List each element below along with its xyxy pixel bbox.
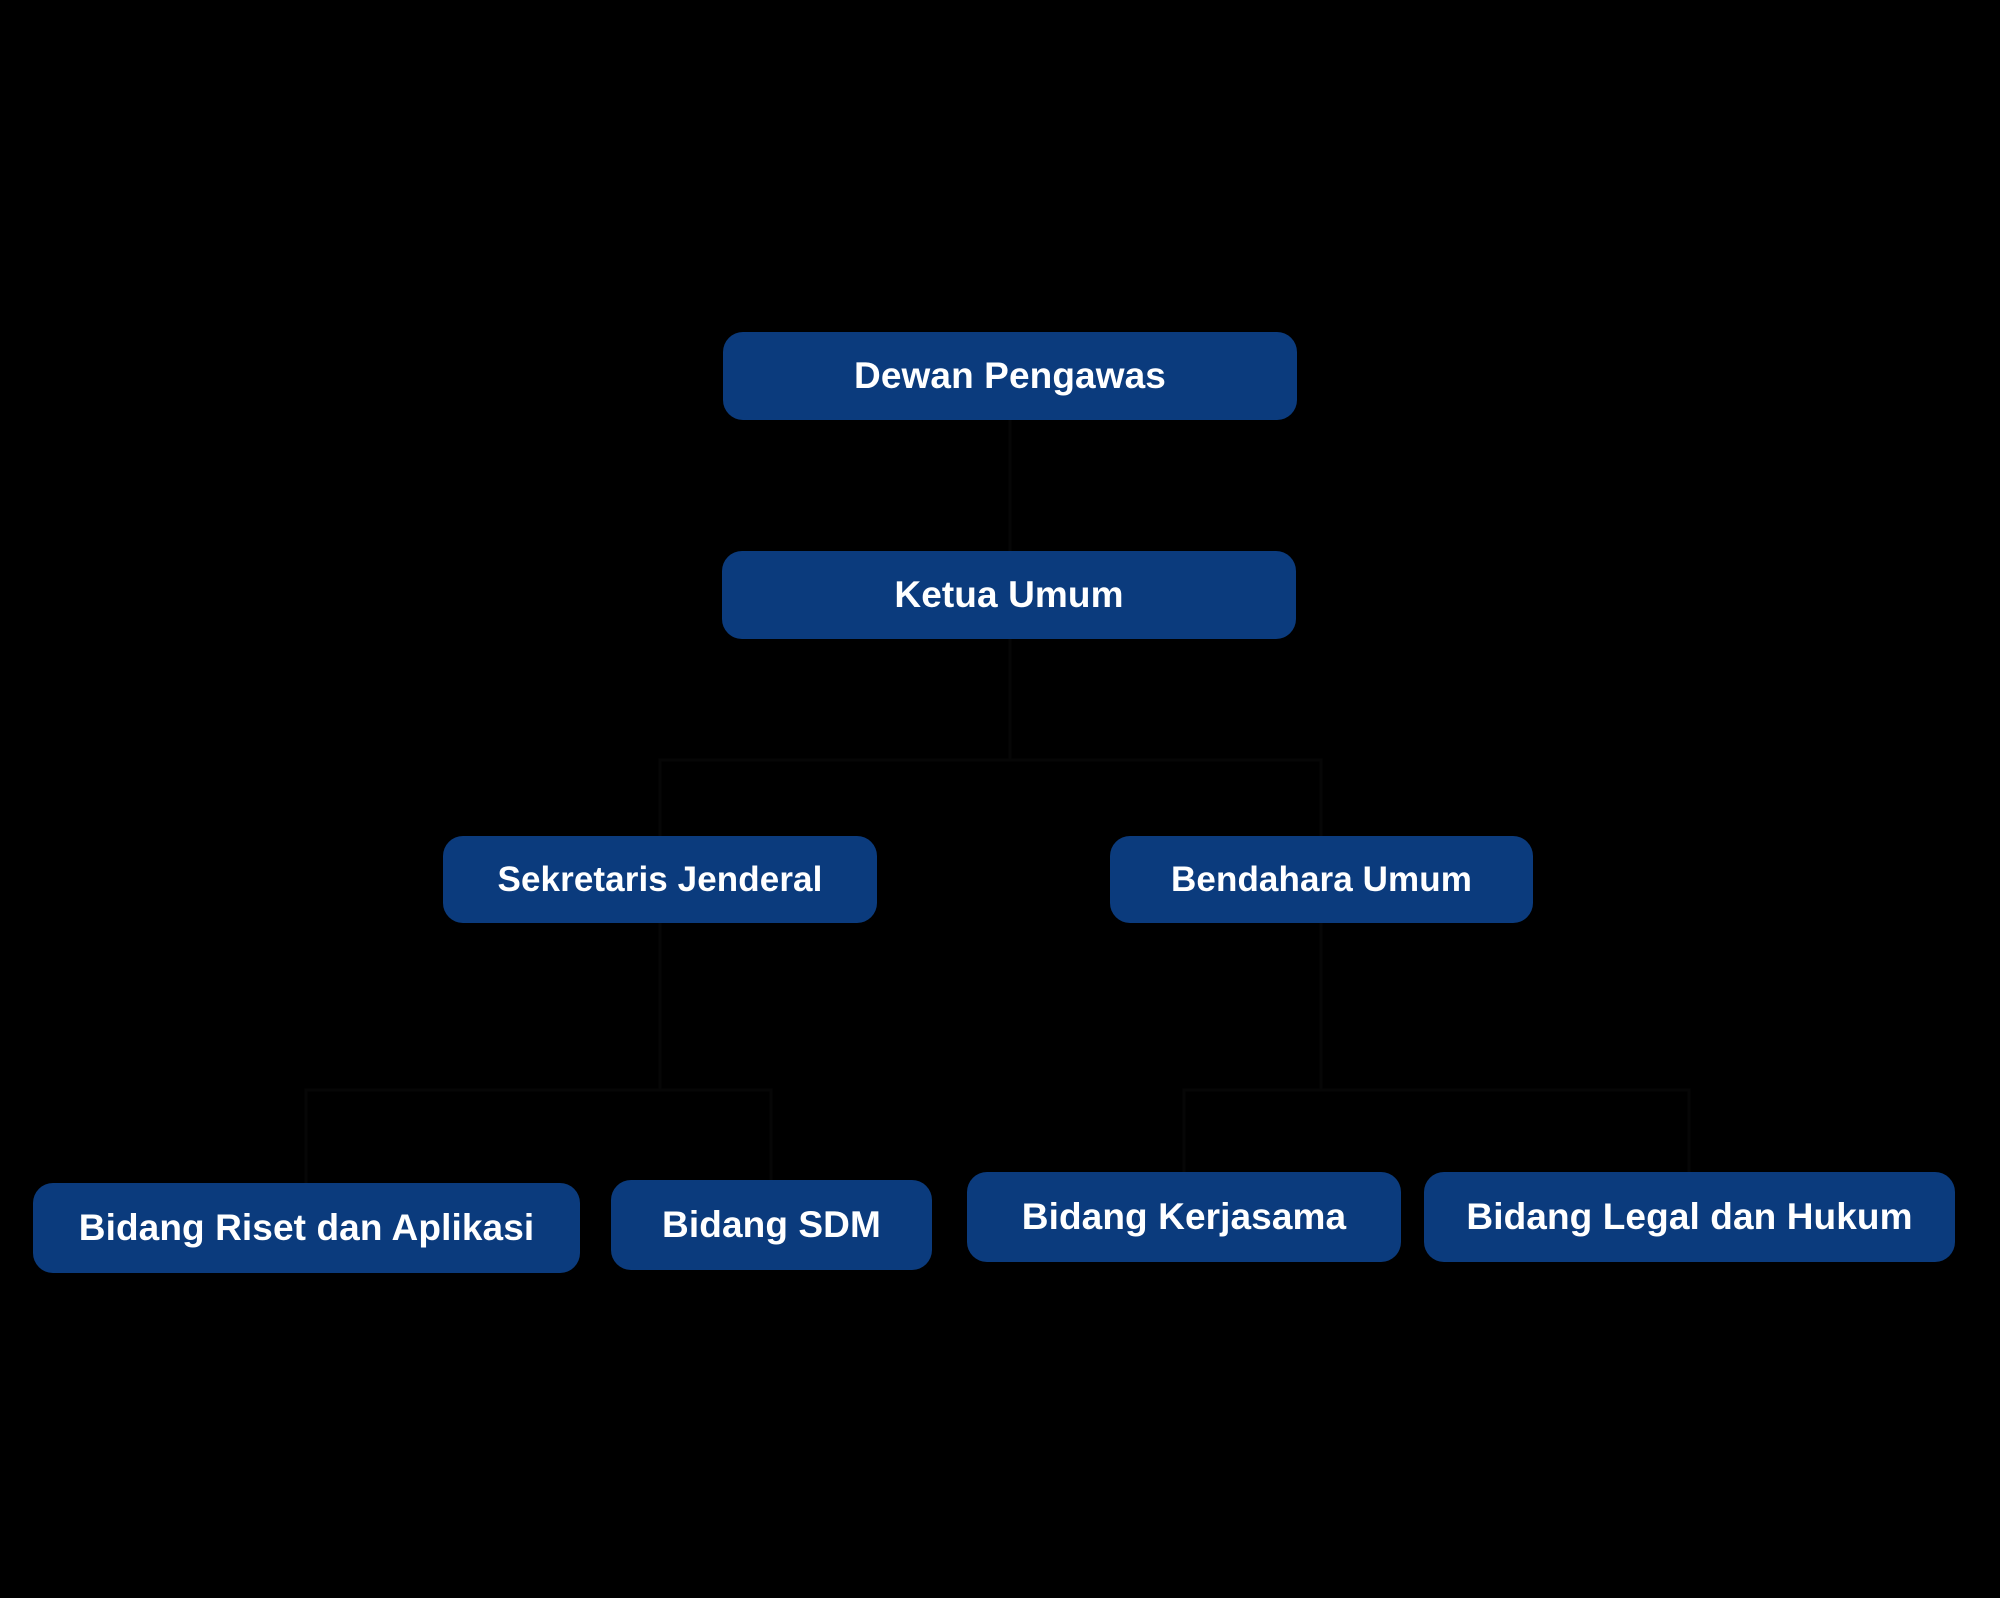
org-node-dewan-pengawas[interactable]: Dewan Pengawas [723,332,1297,420]
edge-sekjen-to-sdm [658,923,773,1180]
org-node-bendahara-umum[interactable]: Bendahara Umum [1110,836,1533,923]
edge-sekjen-to-riset [304,923,662,1183]
org-node-sekretaris-jenderal[interactable]: Sekretaris Jenderal [443,836,877,923]
edge-bendahara-to-legal [1319,923,1691,1172]
edge-ketua-to-bendahara [1008,639,1323,836]
edge-ketua-to-sekjen [658,639,1012,836]
org-node-bidang-riset-dan-aplikasi[interactable]: Bidang Riset dan Aplikasi [33,1183,580,1273]
edge-bendahara-to-kerjasama [1182,923,1323,1172]
org-node-bidang-kerjasama[interactable]: Bidang Kerjasama [967,1172,1401,1262]
org-node-bidang-sdm[interactable]: Bidang SDM [611,1180,932,1270]
org-node-bidang-legal-dan-hukum[interactable]: Bidang Legal dan Hukum [1424,1172,1955,1262]
org-node-ketua-umum[interactable]: Ketua Umum [722,551,1296,639]
